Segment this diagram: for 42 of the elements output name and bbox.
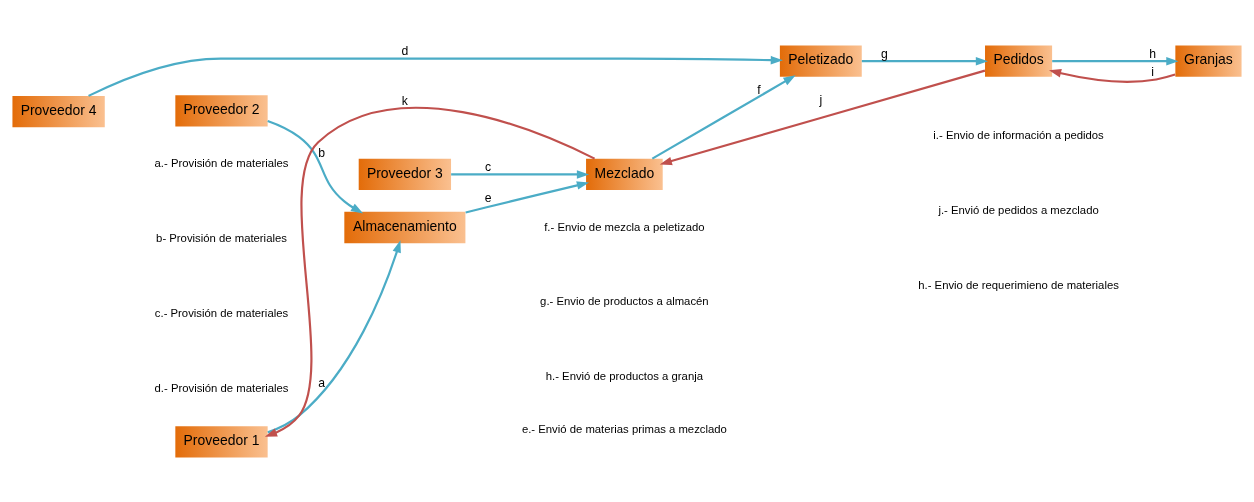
arrow (264, 106, 596, 437)
label: g.- Envio de productos a almacén (540, 294, 709, 307)
arrow (1052, 56, 1179, 65)
edge-label: h (1149, 46, 1157, 61)
label: c.- Provisión de materiales (154, 306, 289, 319)
edge-label: a (318, 375, 326, 390)
edge-label: i (1151, 64, 1155, 79)
arrow (267, 119, 364, 213)
node-box: Granjas (1175, 45, 1242, 77)
label: h.- Envió de productos a granja (545, 369, 703, 382)
edge-label: j (819, 92, 823, 107)
node-box: Pedidos (985, 45, 1053, 77)
node-box: Proveedor 3 (358, 158, 452, 190)
label: h.- Envio de requerimieno de materiales (918, 278, 1119, 291)
label: i.- Envio de información a pedidos (933, 128, 1104, 141)
edge-label: g (881, 46, 888, 61)
arrow (451, 169, 590, 179)
edge-label: d (401, 43, 409, 58)
arrow (651, 74, 796, 160)
arrow (659, 69, 986, 165)
edge-label: f (757, 82, 761, 97)
arrow (861, 56, 989, 65)
node-box: Almacenamiento (344, 211, 466, 243)
edge-label: b (318, 145, 326, 160)
edge-label: k (401, 93, 408, 108)
node-box: Mezclado (586, 158, 663, 190)
label: e.- Envió de materias primas a mezclado (521, 422, 727, 435)
label: j.- Envió de pedidos a mezclado (938, 203, 1099, 216)
node-box: Proveedor 1 (175, 425, 268, 457)
label: b- Provisión de materiales (156, 231, 287, 244)
edge-label: e (484, 190, 492, 205)
label: a.- Provisión de materiales (154, 156, 289, 169)
label: f.- Envio de mezcla a peletizado (544, 220, 705, 233)
node-box: Proveedor 2 (175, 94, 268, 126)
arrow (267, 239, 401, 433)
edge-label: c (485, 159, 492, 174)
arrow (1048, 68, 1176, 83)
node-box: Proveedor 4 (12, 95, 105, 127)
arrow (88, 55, 783, 97)
arrow (465, 180, 590, 214)
node-box: Peletizado (779, 45, 862, 77)
label: d.- Provisión de materiales (154, 381, 289, 394)
